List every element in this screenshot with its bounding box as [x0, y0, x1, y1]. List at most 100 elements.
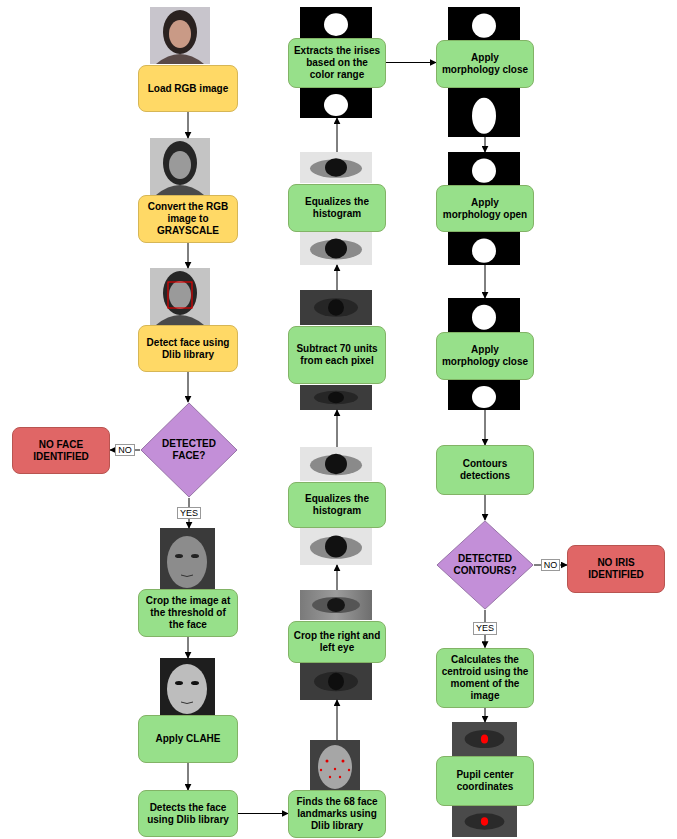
photo-eye: [175, 554, 183, 558]
text-block: Convert the RGB image to GRAYSCALE: [139, 198, 237, 240]
process-box: Calculates the centroid using the moment…: [436, 648, 534, 708]
flow-arrow: [485, 265, 486, 298]
photo-face-crop: [160, 528, 215, 590]
box-shape: Crop the image at the threshold of the f…: [138, 589, 238, 637]
landmark-dot: [326, 760, 329, 763]
text-block: Equalizes the histogram: [289, 490, 385, 520]
text-block: Equalizes the histogram: [289, 193, 385, 223]
photo-face: [169, 281, 191, 309]
edge-label: NO: [115, 444, 135, 457]
photo-eye: [175, 681, 183, 685]
process-box: Convert the RGB image to GRAYSCALE: [138, 138, 238, 243]
photo-mouth: [181, 702, 193, 704]
box-text: NO IRIS IDENTIFIED: [572, 557, 660, 581]
photo-eye: [191, 681, 199, 685]
process-box: Subtract 70 units from each pixel: [288, 290, 386, 410]
photo-face: [169, 20, 191, 48]
box-shape: NO IRIS IDENTIFIED: [567, 545, 665, 593]
box-shape: Finds the 68 face landmarks using Dlib l…: [288, 790, 386, 838]
iris-mask: [448, 380, 520, 410]
box-shape: Subtract 70 units from each pixel: [288, 326, 386, 384]
photo-rgb: [150, 7, 210, 64]
box-shape: Apply morphology close: [436, 40, 534, 88]
flow-arrow: [485, 137, 486, 152]
text-block: DETECTED FACE?: [156, 438, 223, 462]
landmark-dot: [339, 776, 341, 778]
eye-crop: [300, 152, 372, 183]
text-block: Calculates the centroid using the moment…: [437, 651, 533, 705]
box-shape: Convert the RGB image to GRAYSCALE: [138, 195, 238, 243]
iris-mask: [448, 152, 520, 185]
text-block: Subtract 70 units from each pixel: [289, 340, 385, 370]
photo-background: [150, 138, 210, 195]
flow-arrow: [188, 372, 189, 402]
photo-hair: [163, 271, 197, 315]
photo-face: [167, 664, 207, 714]
box-text: Apply morphology open: [441, 197, 529, 221]
box-shape: Detect face using Dlib library: [138, 325, 238, 372]
box-shape: DETECTED FACE?: [140, 402, 238, 498]
text-block: Extracts the irises based on the color r…: [289, 42, 385, 84]
box-text: Detect face using Dlib library: [143, 337, 233, 361]
iris-mask: [300, 7, 372, 38]
box-shape: Apply morphology close: [436, 332, 534, 380]
process-box: Extracts the irises based on the color r…: [288, 7, 386, 118]
process-box: Detect face using Dlib library: [138, 268, 238, 372]
eye-crop: [300, 290, 372, 325]
box-shape: Apply CLAHE: [138, 715, 238, 763]
process-box: Apply morphology close: [436, 298, 534, 410]
landmark-dot: [348, 769, 350, 771]
box-text: Finds the 68 face landmarks using Dlib l…: [293, 796, 381, 832]
process-box: Load RGB image: [138, 7, 238, 112]
box-text: Apply morphology close: [441, 52, 529, 76]
box-shape: Equalizes the histogram: [288, 184, 386, 232]
box-text: Calculates the centroid using the moment…: [441, 654, 529, 702]
text-block: DETECTED CONTOURS?: [452, 553, 519, 577]
photo-hair: [163, 141, 197, 185]
photo-shoulders: [156, 54, 204, 64]
face-detection-box: [168, 282, 192, 308]
text-block: Apply morphology close: [437, 341, 533, 371]
decision-diamond: DETECTED FACE?: [140, 402, 238, 498]
iris-mask: [448, 88, 520, 137]
terminal-box: NO IRIS IDENTIFIED: [567, 545, 665, 593]
box-text: Subtract 70 units from each pixel: [293, 343, 381, 367]
eye-crop: [300, 385, 372, 410]
box-text: Crop the image at the threshold of the f…: [143, 595, 233, 631]
iris-mask: [448, 232, 520, 265]
photo-background: [160, 658, 215, 715]
text-block: Load RGB image: [144, 80, 233, 98]
eye-crop: [300, 447, 372, 481]
text-block: Contours detections: [437, 455, 533, 485]
edge-label: YES: [177, 507, 201, 520]
eye-crop: [300, 590, 372, 620]
iris-mask: [448, 298, 520, 332]
box-text: Extracts the irises based on the color r…: [293, 45, 381, 81]
photo-face: [167, 536, 207, 588]
process-box: Crop the right and left eye: [288, 590, 386, 700]
photo-landmarks: [310, 740, 360, 790]
photo-mouth: [181, 575, 193, 577]
box-text: Equalizes the histogram: [293, 493, 381, 517]
iris-mask: [448, 7, 520, 40]
box-shape: DETECTED CONTOURS?: [436, 520, 534, 610]
eye-crop: [300, 663, 372, 700]
decision-diamond: DETECTED CONTOURS?: [436, 520, 534, 610]
text-block: Detect face using Dlib library: [139, 334, 237, 364]
flow-arrow: [337, 118, 338, 152]
photo-background: [310, 740, 360, 790]
box-shape: Contours detections: [436, 445, 534, 495]
photo-shoulders: [156, 315, 204, 325]
box-shape: Equalizes the histogram: [288, 482, 386, 528]
box-text: Contours detections: [441, 458, 529, 482]
iris-mask: [300, 88, 372, 118]
box-text: Apply CLAHE: [156, 733, 221, 745]
photo-background: [150, 7, 210, 64]
flow-arrow: [337, 700, 338, 740]
landmark-dot: [334, 768, 336, 770]
text-block: Apply morphology close: [437, 49, 533, 79]
eye-pupil-marked: [452, 722, 517, 756]
box-text: Convert the RGB image to GRAYSCALE: [143, 201, 233, 237]
